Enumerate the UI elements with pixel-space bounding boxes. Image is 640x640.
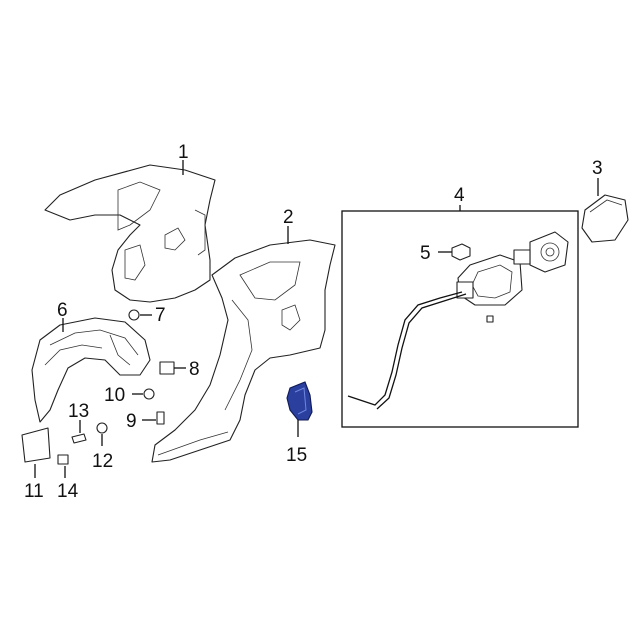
part-11-mud-flap bbox=[21, 427, 51, 463]
part-4-fuel-filler-housing bbox=[347, 231, 569, 410]
part-12-clip bbox=[96, 422, 108, 434]
part-9-bolt bbox=[156, 411, 165, 425]
callout-1: 1 bbox=[178, 142, 189, 163]
part-1-quarter-panel-upper bbox=[44, 164, 216, 303]
callout-12: 12 bbox=[92, 451, 113, 472]
callout-9: 9 bbox=[126, 411, 137, 432]
part-15-fuel-door-housing bbox=[286, 381, 313, 421]
callout-2: 2 bbox=[283, 207, 294, 228]
callout-13: 13 bbox=[68, 401, 89, 422]
callout-3: 3 bbox=[592, 158, 603, 179]
part-13-screw bbox=[71, 433, 87, 444]
part-14-nut bbox=[57, 454, 69, 465]
callout-7: 7 bbox=[155, 305, 166, 326]
callout-15: 15 bbox=[286, 445, 307, 466]
part-6-wheel-liner bbox=[31, 317, 151, 423]
callout-10: 10 bbox=[104, 385, 125, 406]
callout-4: 4 bbox=[454, 185, 465, 206]
part-8-retainer bbox=[159, 361, 175, 375]
callout-14: 14 bbox=[57, 481, 79, 502]
callout-6: 6 bbox=[57, 300, 68, 321]
part-10-clip bbox=[143, 388, 155, 400]
callout-5: 5 bbox=[420, 243, 431, 264]
callout-8: 8 bbox=[189, 359, 200, 380]
callout-11: 11 bbox=[24, 481, 44, 502]
part-2-quarter-panel-lower bbox=[151, 239, 336, 463]
part-3-fuel-door bbox=[581, 194, 629, 243]
part-7-clip bbox=[128, 309, 140, 321]
part-5-clip bbox=[451, 243, 471, 261]
